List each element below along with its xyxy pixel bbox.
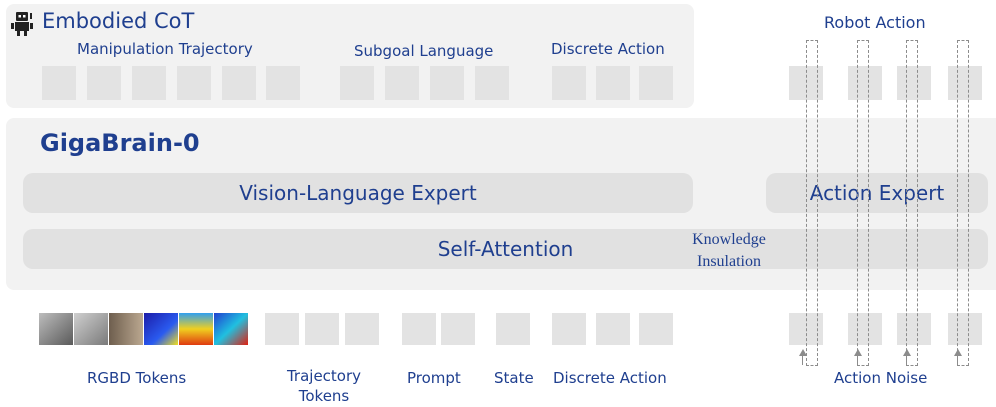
- state-tile: [496, 313, 530, 345]
- cot-subgoal-tile: [430, 66, 464, 100]
- tokens-text: Tokens: [298, 387, 350, 405]
- trajectory-tokens-label: Trajectory Tokens: [278, 366, 370, 406]
- robot-action-tile: [948, 66, 982, 100]
- arrow-stem: [957, 355, 959, 365]
- manipulation-trajectory-label: Manipulation Trajectory: [77, 40, 253, 58]
- cot-trajectory-tile: [222, 66, 256, 100]
- rgbd-tokens-label: RGBD Tokens: [87, 369, 187, 387]
- discrete-action-input-label: Discrete Action: [553, 369, 667, 387]
- cot-trajectory-tile: [87, 66, 121, 100]
- cot-subgoal-tile: [475, 66, 509, 100]
- robot-action-tile: [848, 66, 882, 100]
- action-loop-dashed: [857, 40, 869, 366]
- cot-discrete-tile: [552, 66, 586, 100]
- arrow-stem: [857, 355, 859, 365]
- prompt-label: Prompt: [407, 369, 461, 387]
- up-arrow-icon: [954, 349, 962, 356]
- up-arrow-icon: [799, 349, 807, 356]
- subgoal-language-label: Subgoal Language: [354, 42, 494, 60]
- robot-action-title: Robot Action: [824, 13, 926, 32]
- action-noise-tile: [848, 313, 882, 345]
- action-noise-tile: [948, 313, 982, 345]
- gigabrain-title: GigaBrain-0: [40, 129, 200, 157]
- trajectory-text: Trajectory: [286, 367, 362, 385]
- action-noise-tile: [897, 313, 931, 345]
- up-arrow-icon: [854, 349, 862, 356]
- arrow-stem: [802, 355, 804, 365]
- cot-subgoal-tile: [385, 66, 419, 100]
- cot-trajectory-tile: [177, 66, 211, 100]
- knowledge-text: Knowledge: [692, 231, 766, 248]
- discrete-action-tile: [596, 313, 630, 345]
- trajectory-token-tile: [265, 313, 299, 345]
- action-loop-dashed: [957, 40, 969, 366]
- cot-discrete-tile: [596, 66, 630, 100]
- prompt-tile: [402, 313, 436, 345]
- rgbd-image-strip: [39, 313, 248, 345]
- discrete-action-tile: [639, 313, 673, 345]
- robot-action-tile: [897, 66, 931, 100]
- cot-trajectory-tile: [266, 66, 300, 100]
- robot-icon: [11, 12, 33, 36]
- insulation-text: Insulation: [697, 253, 761, 270]
- up-arrow-icon: [903, 349, 911, 356]
- action-loop-dashed: [906, 40, 918, 366]
- vision-language-expert-bar: Vision-Language Expert: [23, 173, 693, 213]
- trajectory-token-tile: [305, 313, 339, 345]
- arrow-stem: [906, 355, 908, 365]
- state-label: State: [494, 369, 534, 387]
- action-loop-dashed: [806, 40, 818, 366]
- cot-trajectory-tile: [42, 66, 76, 100]
- cot-trajectory-tile: [132, 66, 166, 100]
- cot-discrete-tile: [639, 66, 673, 100]
- embodied-cot-title: Embodied CoT: [42, 9, 195, 33]
- trajectory-token-tile: [345, 313, 379, 345]
- cot-subgoal-tile: [340, 66, 374, 100]
- knowledge-insulation-label: Knowledge Insulation: [684, 229, 774, 273]
- action-expert-bar: Action Expert: [766, 173, 988, 213]
- self-attention-bar: Self-Attention: [23, 229, 988, 269]
- discrete-action-tile: [552, 313, 586, 345]
- prompt-tile: [441, 313, 475, 345]
- action-noise-label: Action Noise: [834, 369, 928, 387]
- discrete-action-label: Discrete Action: [551, 40, 665, 58]
